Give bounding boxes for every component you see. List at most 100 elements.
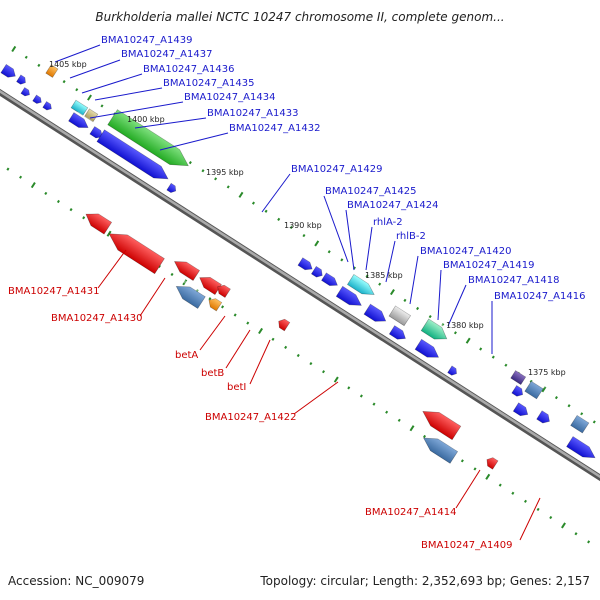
tick-mark [574, 532, 578, 536]
gene-label[interactable]: rhlB-2 [396, 231, 426, 242]
leader-line [199, 315, 226, 351]
tick-mark [465, 337, 471, 344]
gene-shape [16, 74, 26, 85]
gene-label[interactable]: BMA10247_A1431 [8, 286, 99, 297]
tick-mark [365, 274, 369, 278]
gene [32, 94, 47, 104]
gene-shape [68, 112, 89, 128]
gene-label[interactable]: betI [227, 382, 246, 393]
gene-label[interactable]: BMA10247_A1416 [494, 291, 585, 302]
gene [0, 63, 22, 78]
tick-mark [549, 515, 553, 520]
gene [447, 365, 463, 376]
gene [388, 324, 412, 340]
tick-mark [422, 434, 427, 439]
gene [16, 74, 32, 85]
gene-label[interactable]: BMA10247_A1424 [347, 200, 438, 211]
gene-shape [414, 338, 440, 358]
leader-line [455, 469, 481, 509]
gene-bevel [89, 107, 102, 114]
gene [363, 303, 392, 322]
gene-label[interactable]: betA [175, 350, 198, 361]
tick-mark [289, 225, 293, 230]
tick-mark [188, 161, 192, 165]
gene-shape [108, 233, 165, 275]
leader-line [365, 226, 373, 271]
gene [536, 409, 556, 424]
gene-label[interactable]: BMA10247_A1434 [184, 92, 275, 103]
gene-label[interactable]: BMA10247_A1436 [143, 64, 234, 75]
gene-shape [524, 380, 544, 400]
leader-line [323, 195, 349, 263]
scale-label: 1385 kbp [365, 271, 403, 280]
gene-label[interactable]: BMA10247_A1422 [205, 412, 296, 423]
tick-mark [511, 491, 515, 495]
gene-label[interactable]: BMA10247_A1433 [207, 108, 298, 119]
tick-mark [333, 376, 339, 383]
gene-label[interactable]: BMA10247_A1414 [365, 507, 456, 518]
tick-mark [62, 80, 66, 84]
tick-mark [30, 182, 36, 189]
gene [297, 256, 318, 271]
gene-bevel [24, 86, 36, 92]
gene [96, 128, 171, 180]
gene-label[interactable]: BMA10247_A1420 [420, 246, 511, 257]
gene-shape [486, 457, 499, 470]
tick-mark [378, 282, 382, 286]
tick-mark [233, 313, 237, 317]
tick-mark [309, 361, 313, 366]
gene-shape [42, 101, 52, 111]
tick-mark [87, 94, 92, 101]
gene-bevel [281, 316, 294, 322]
tick-mark [359, 394, 363, 398]
gene-bevel [428, 317, 453, 332]
gene-bevel [46, 100, 57, 106]
gene-label[interactable]: BMA10247_A1439 [101, 35, 192, 46]
tick-mark [587, 540, 591, 544]
gene-bevel [421, 338, 445, 352]
tick-mark [258, 327, 264, 335]
gene-bevel [516, 384, 529, 391]
tick-mark [296, 353, 300, 358]
gene-bevel [518, 401, 534, 410]
gene-bevel [302, 256, 318, 265]
gene [420, 317, 453, 340]
gene-label[interactable]: BMA10247_A1430 [51, 313, 142, 324]
gene-label[interactable]: BMA10247_A1419 [443, 260, 534, 271]
gene-shape [175, 286, 206, 309]
gene-label[interactable]: BMA10247_A1437 [121, 49, 212, 60]
gene-label[interactable]: BMA10247_A1418 [468, 275, 559, 286]
gene-shape [278, 318, 291, 332]
gene-bevel [36, 94, 47, 100]
tick-mark [498, 483, 502, 487]
gene [278, 316, 294, 332]
leader-line [261, 173, 291, 213]
gene-shape [388, 305, 412, 327]
gene-shape [447, 365, 457, 376]
leader-line [345, 209, 355, 271]
gene-shape [173, 261, 200, 281]
gene-label[interactable]: BMA10247_A1425 [325, 186, 416, 197]
gene-label[interactable]: BMA10247_A1432 [229, 123, 320, 134]
gene-shape [311, 265, 323, 278]
gene-label[interactable]: BMA10247_A1409 [421, 540, 512, 551]
gene-label[interactable]: BMA10247_A1429 [291, 164, 382, 175]
gene-shape [32, 94, 42, 104]
gene-shape [512, 402, 529, 417]
gene-shape [20, 87, 30, 97]
gene-label[interactable]: BMA10247_A1435 [163, 78, 254, 89]
tick-mark [214, 177, 218, 181]
gene-label[interactable]: rhlA-2 [373, 217, 403, 228]
tick-mark [82, 216, 86, 220]
gene-bevel [394, 324, 412, 334]
tick-mark [347, 386, 351, 390]
gene [175, 279, 208, 309]
gene [107, 108, 192, 167]
gene [217, 281, 234, 298]
map-title: Burkholderia mallei NCTC 10247 chromosom… [95, 10, 505, 24]
gene [388, 304, 414, 327]
gene-label[interactable]: betB [201, 368, 224, 379]
gene-shape [0, 63, 16, 78]
tick-mark [221, 305, 225, 309]
